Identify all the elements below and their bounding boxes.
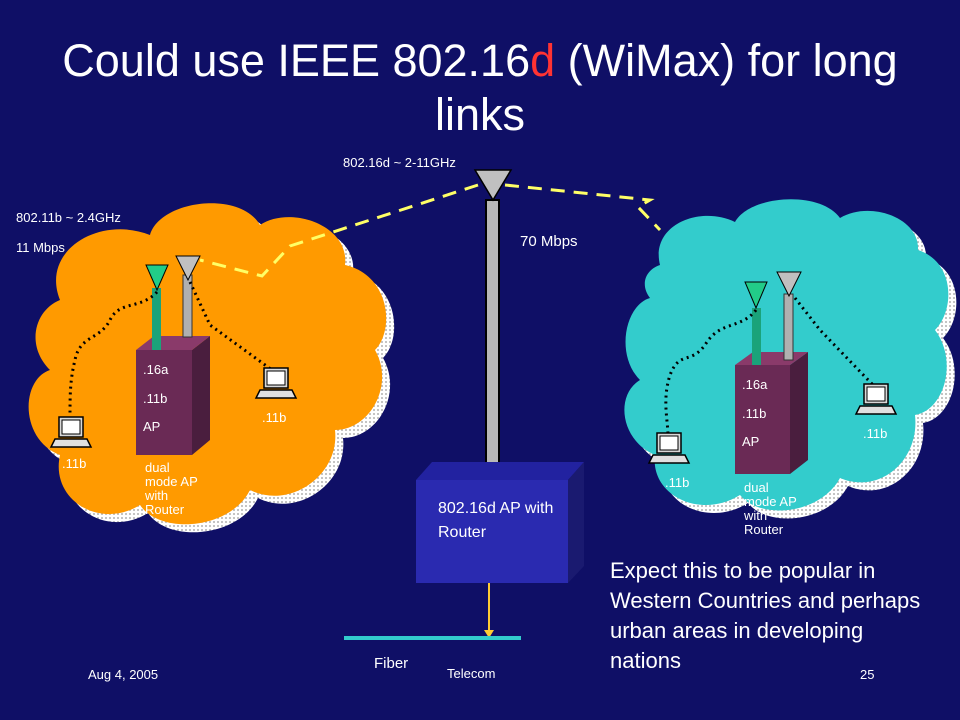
left-ap-label-11b: .11b (143, 391, 168, 406)
left-gray-antenna-pole (182, 274, 193, 338)
wimax-link-right (504, 183, 662, 232)
right-ap-label-11b: .11b (742, 406, 767, 421)
right-ap-label-16a: .16a (742, 377, 768, 392)
right-ap-box-side (790, 352, 808, 474)
right-device-label: dual mode AP with Router (744, 480, 797, 537)
center-rate-label: 70 Mbps (520, 233, 578, 250)
title-text: Could use IEEE 802.16 (62, 35, 531, 86)
right-gray-antenna-pole (783, 293, 794, 361)
left-ap-box-front (136, 350, 192, 455)
right-ap-box-front (735, 365, 790, 474)
title-highlight: d (530, 35, 556, 86)
left-gray-antenna-icon (175, 255, 201, 282)
laptop-icon (854, 383, 898, 415)
center-freq-label: 802.16d ~ 2-11GHz (343, 155, 456, 170)
right-ap-label-ap: AP (742, 434, 760, 449)
right-wifi-link-1 (664, 309, 758, 437)
tower-antenna-icon (473, 169, 513, 202)
left-rate-label: 11 Mbps (16, 240, 65, 255)
center-ap-box-side (568, 462, 584, 583)
footer-date: Aug 4, 2005 (88, 667, 159, 682)
telecom-label: Telecom (447, 666, 496, 681)
right-laptop-label: .11b (665, 475, 690, 490)
right-wifi-link-2 (793, 297, 875, 387)
right-gray-antenna-icon (776, 271, 802, 298)
fiber-label: Fiber (374, 655, 409, 672)
page-title: Could use IEEE 802.16d (WiMax) for long … (40, 34, 920, 142)
left-ap-box-side (192, 336, 210, 455)
right-green-antenna-pole (752, 308, 761, 365)
left-ap-label-16a: .16a (143, 362, 169, 377)
left-laptop-right-label: .11b (262, 410, 287, 425)
note-text: Expect this to be popular in Western Cou… (610, 558, 921, 673)
left-freq-label: 802.11b ~ 2.4GHz (16, 210, 121, 225)
page-number: 25 (860, 667, 875, 682)
laptop-icon (647, 432, 691, 464)
laptop-icon (254, 367, 298, 399)
left-laptop-label: .11b (62, 456, 87, 471)
center-ap-label: 802.16d AP with Router (438, 500, 554, 541)
center-ap-box-top (416, 462, 584, 480)
tower-mast (485, 199, 500, 471)
fiber-arrow-icon (484, 630, 494, 638)
right-green-antenna-icon (744, 281, 768, 310)
title-text-end: (WiMax) for long links (434, 35, 898, 140)
left-ap-label-ap: AP (143, 419, 161, 434)
left-device-label: dual mode AP with Router (145, 460, 198, 517)
left-green-antenna-icon (145, 264, 169, 292)
center-ap-box-front (416, 480, 568, 583)
left-green-antenna-pole (152, 288, 161, 350)
laptop-icon (49, 416, 93, 448)
wimax-link-left (199, 183, 479, 278)
right-laptop-right-label: .11b (863, 426, 888, 441)
